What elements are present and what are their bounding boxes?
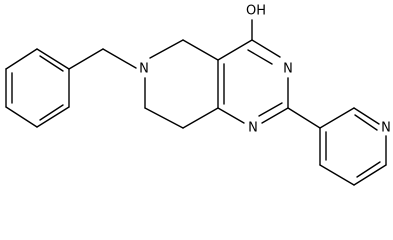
bond	[251, 39, 281, 58]
double-bond-inner	[354, 114, 378, 131]
atom-label-n6: N	[139, 62, 149, 77]
bond	[319, 164, 355, 186]
atom-label-n3: N	[283, 62, 293, 77]
pyridine-ring	[319, 107, 387, 186]
pyrimidine-ring	[217, 39, 289, 124]
bond	[353, 164, 387, 186]
atom-label-oh: OH	[246, 4, 266, 19]
double-bond-inner	[39, 55, 64, 72]
chemical-structure: N OH N N N	[5, 4, 391, 186]
bond	[144, 107, 184, 129]
bond	[5, 106, 38, 128]
bond	[68, 48, 104, 70]
tetrahydropyridine-ring	[144, 39, 225, 129]
bond	[149, 39, 184, 59]
bond	[217, 107, 245, 124]
bond	[217, 39, 253, 61]
double-bond-inner	[247, 49, 273, 65]
bond	[261, 107, 289, 124]
bond	[182, 107, 219, 129]
bond	[319, 107, 355, 129]
benzene-ring	[5, 48, 70, 128]
atom-label-npy: N	[381, 121, 391, 136]
bond	[102, 48, 137, 69]
bond	[287, 107, 321, 129]
bond	[36, 48, 70, 70]
double-bond-inner	[39, 104, 64, 121]
bond	[36, 106, 70, 128]
double-bond-inner	[258, 102, 283, 117]
atom-label-n1: N	[248, 121, 258, 136]
bond	[182, 39, 219, 61]
double-bond-inner	[356, 161, 381, 178]
bond	[353, 107, 380, 125]
bond	[5, 48, 38, 70]
